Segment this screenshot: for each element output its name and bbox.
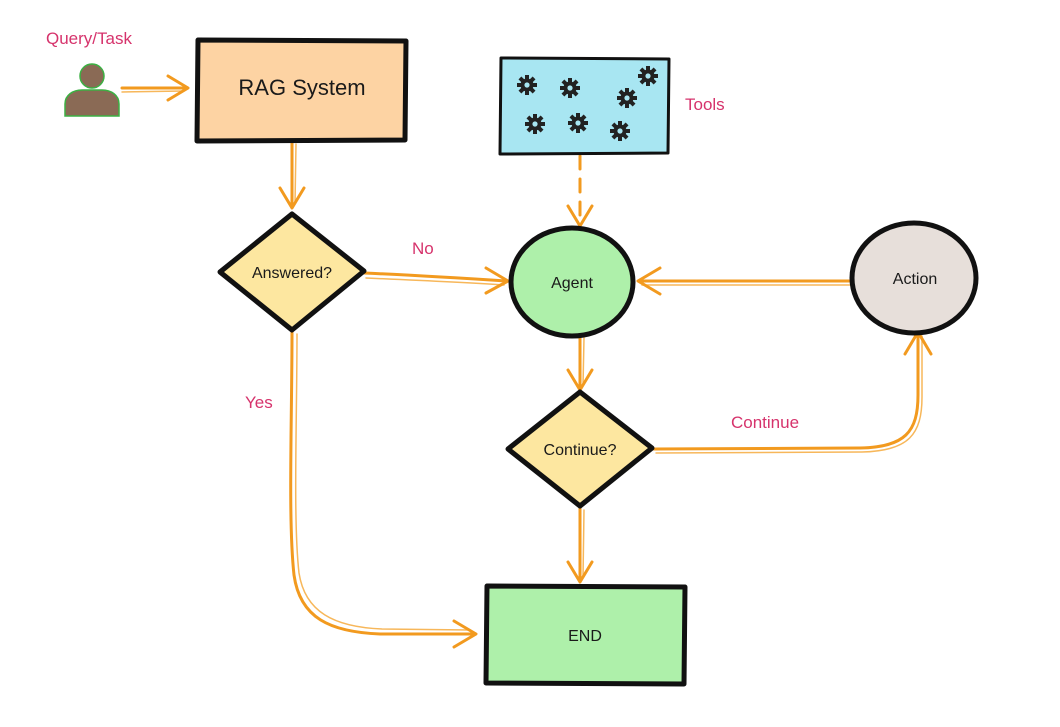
edge-continue-to-action xyxy=(652,330,933,454)
gear-icon xyxy=(638,66,658,86)
continue-decision-label: Continue? xyxy=(544,442,617,459)
answered-label: Answered? xyxy=(252,265,332,282)
edge-label-continue: Continue xyxy=(731,413,799,432)
user-icon xyxy=(64,63,120,117)
end-label: END xyxy=(568,628,602,645)
rag-system-label: RAG System xyxy=(238,75,365,100)
gear-icon xyxy=(610,121,630,141)
gear-icon-group xyxy=(517,66,658,141)
gear-icon xyxy=(568,113,588,133)
action-node: Action xyxy=(849,220,979,336)
edge-tools-to-agent xyxy=(566,154,594,228)
end-node: END xyxy=(483,583,688,687)
agent-label: Agent xyxy=(551,275,593,292)
edge-label-no: No xyxy=(412,239,434,258)
answered-decision-node: Answered? xyxy=(217,211,367,333)
user-label: Query/Task xyxy=(46,29,132,48)
edge-answered-to-agent xyxy=(362,266,510,295)
gear-icon xyxy=(517,75,537,95)
edge-rag-to-answered xyxy=(278,140,306,210)
gear-icon xyxy=(617,88,637,108)
tools-label: Tools xyxy=(685,95,725,114)
edge-agent-to-continue xyxy=(566,334,594,392)
tools-node xyxy=(498,56,671,156)
gear-icon xyxy=(525,114,545,134)
edge-continue-to-end xyxy=(566,506,594,584)
agent-node: Agent xyxy=(508,225,636,339)
edge-action-to-agent xyxy=(636,266,854,296)
edge-label-yes: Yes xyxy=(245,393,273,412)
edge-user-to-rag xyxy=(120,74,190,102)
action-label: Action xyxy=(893,271,937,288)
gear-icon xyxy=(560,78,580,98)
rag-system-node: RAG System xyxy=(194,37,409,144)
continue-decision-node: Continue? xyxy=(505,389,655,509)
edge-answered-to-end xyxy=(289,330,478,649)
